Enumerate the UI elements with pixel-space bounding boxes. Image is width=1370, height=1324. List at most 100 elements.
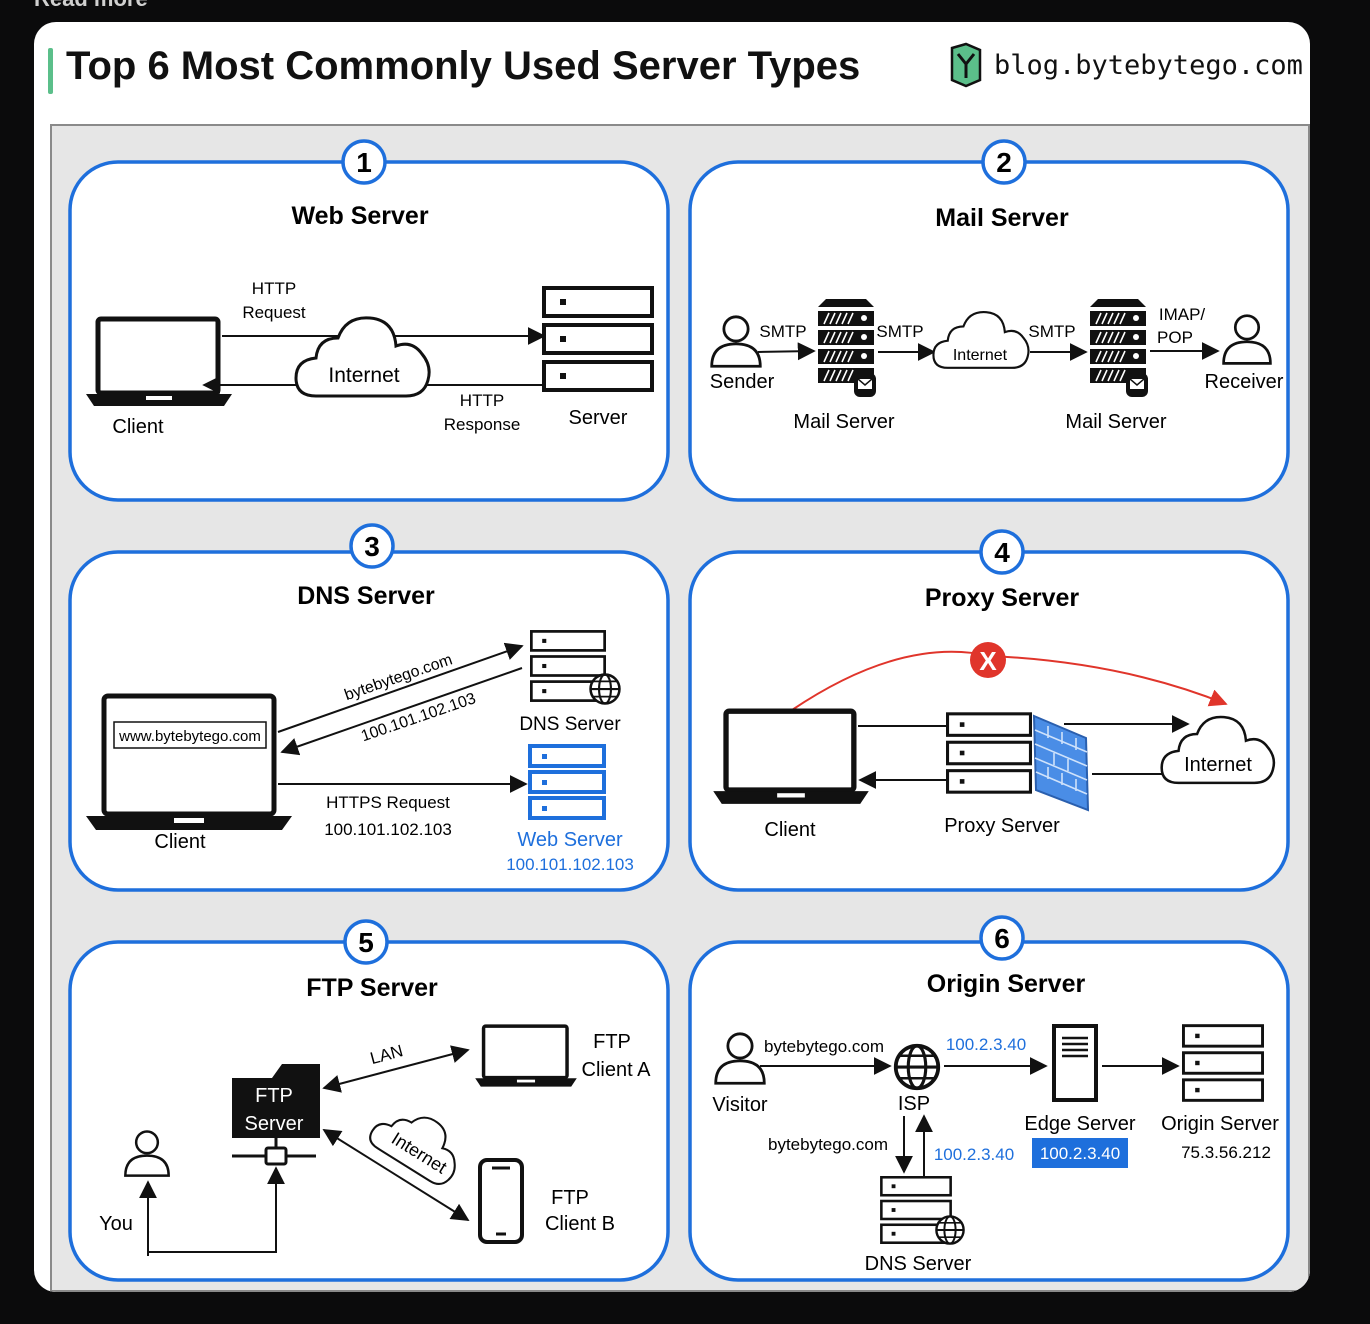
panel-dns-server: 3 DNS Server www.bytebytego.com Client b… [68, 523, 670, 892]
ftp-client-b-phone-icon [478, 1158, 524, 1244]
panel-number-badge [981, 139, 1027, 185]
smtp-label-3: SMTP [1028, 322, 1075, 341]
edge-server-label: Edge Server [1024, 1113, 1136, 1135]
internet-arrow [322, 1129, 470, 1221]
brand[interactable]: blog.bytebytego.com [948, 42, 1303, 88]
http-request-label-2: Request [242, 303, 306, 322]
panel-title: Origin Server [927, 970, 1086, 998]
edge-server-icon [1052, 1024, 1098, 1102]
http-response-label-2: Response [444, 415, 521, 434]
domain-label-bottom: bytebytego.com [768, 1135, 888, 1154]
web-server-icon [528, 744, 606, 820]
laptop-trackpad [174, 818, 204, 823]
https-request-ip: 100.101.102.103 [324, 820, 452, 839]
panel-mail-server: 2 Mail Server Sender SMTP Mail Server SM… [688, 139, 1290, 502]
panel-proxy-server: 4 Proxy Server X Client Proxy Ser [688, 529, 1290, 892]
read-more-text[interactable]: Read more [34, 0, 148, 12]
client-label: Client [764, 819, 816, 841]
imap-label-1: IMAP/ [1159, 305, 1206, 324]
http-response-label-1: HTTP [460, 391, 504, 410]
edge-ip-label: 100.2.3.40 [1040, 1144, 1120, 1163]
panel-title: Web Server [291, 202, 428, 230]
dns-answer-arrow [280, 667, 523, 756]
infographic-card: Top 6 Most Commonly Used Server Types bl… [34, 22, 1310, 1292]
panel-number-badge [349, 523, 395, 569]
ip-label-top: 100.2.3.40 [946, 1035, 1026, 1054]
blocked-x-mark: X [979, 646, 997, 676]
origin-server-icon [1182, 1024, 1264, 1102]
laptop-screen [101, 693, 277, 817]
ftp-server-label-2: Server [245, 1113, 304, 1135]
ftp-server-label-1: FTP [255, 1085, 293, 1107]
dns-query-arrow [277, 642, 524, 733]
client-a-label-2: Client A [582, 1059, 652, 1081]
server-label: Server [569, 407, 628, 429]
panel-number-badge [343, 919, 389, 965]
laptop-icon [713, 711, 869, 804]
smtp-arrow-1 [757, 342, 816, 361]
bytebytego-logo-icon [950, 42, 982, 88]
panel-number-badge [979, 529, 1025, 575]
smtp-label-2: SMTP [876, 322, 923, 341]
panel-origin-server: 6 Origin Server Visitor bytebytego.com I… [688, 915, 1290, 1282]
client-label: Client [112, 416, 164, 438]
ftp-client-a-laptop-icon [473, 1024, 579, 1088]
ftp-server-icon [232, 1064, 320, 1166]
http-request-label-1: HTTP [252, 279, 296, 298]
dns-server-label: DNS Server [865, 1253, 972, 1275]
proxy-server-label: Proxy Server [944, 815, 1060, 837]
you-label: You [99, 1213, 133, 1235]
web-server-label: Web Server [517, 829, 623, 851]
isp-label: ISP [898, 1093, 930, 1115]
page-title: Top 6 Most Commonly Used Server Types [66, 44, 861, 88]
panel-number: 1 [356, 147, 372, 178]
diagram-svg: 1 Web Server Client Internet HTTP Reques… [68, 139, 1290, 1282]
edge-ip-badge [1032, 1138, 1128, 1168]
url-input-box [113, 721, 267, 749]
mail-server-label-2: Mail Server [1065, 411, 1166, 433]
isp-globe-icon [893, 1043, 941, 1091]
imap-label-2: POP [1157, 328, 1193, 347]
visitor-label: Visitor [712, 1094, 768, 1116]
https-request-label: HTTPS Request [326, 793, 450, 812]
origin-ip-label: 75.3.56.212 [1181, 1143, 1271, 1162]
domain-label-top: bytebytego.com [764, 1037, 884, 1056]
sender-label: Sender [710, 371, 775, 393]
panel-title: Proxy Server [925, 584, 1080, 612]
panel-number-badge [979, 915, 1025, 961]
firewall-icon [1032, 714, 1090, 812]
receiver-label: Receiver [1205, 371, 1284, 393]
ip-label-bottom: 100.2.3.40 [934, 1145, 1014, 1164]
web-server-ip: 100.101.102.103 [506, 855, 634, 874]
server-icon [542, 286, 654, 392]
dns-server-label: DNS Server [519, 714, 621, 735]
panel-number: 3 [364, 531, 380, 562]
globe-icon [935, 1215, 965, 1245]
client-b-label-1: FTP [551, 1187, 589, 1209]
internet-label: Internet [953, 347, 1008, 364]
globe-icon [589, 673, 621, 705]
brand-url[interactable]: blog.bytebytego.com [994, 49, 1303, 81]
diagram-canvas: 1 Web Server Client Internet HTTP Reques… [50, 124, 1310, 1292]
you-to-server-arrow [148, 1166, 285, 1253]
panel-number: 5 [358, 927, 374, 958]
client-a-label-1: FTP [593, 1031, 631, 1053]
panel-ftp-server: 5 FTP Server FTP Server You LAN FTP [68, 919, 670, 1282]
blocked-x-icon [970, 642, 1006, 678]
panel-number: 6 [994, 923, 1010, 954]
internet-label: Internet [328, 364, 399, 387]
url-text: www.bytebytego.com [118, 728, 261, 745]
lan-arrow [322, 1045, 470, 1093]
panel-number-badge [341, 139, 387, 185]
smtp-label-1: SMTP [759, 322, 806, 341]
panel-title: FTP Server [306, 974, 438, 1002]
proxy-server-icon [946, 711, 1032, 795]
origin-server-label: Origin Server [1161, 1113, 1279, 1135]
mail-server-label-1: Mail Server [793, 411, 894, 433]
panel-web-server: 1 Web Server Client Internet HTTP Reques… [68, 139, 670, 502]
laptop-icon [86, 319, 232, 406]
internet-label: Internet [1184, 754, 1252, 776]
panel-number: 2 [996, 147, 1012, 178]
panel-number: 4 [994, 537, 1010, 568]
client-label: Client [154, 831, 206, 853]
